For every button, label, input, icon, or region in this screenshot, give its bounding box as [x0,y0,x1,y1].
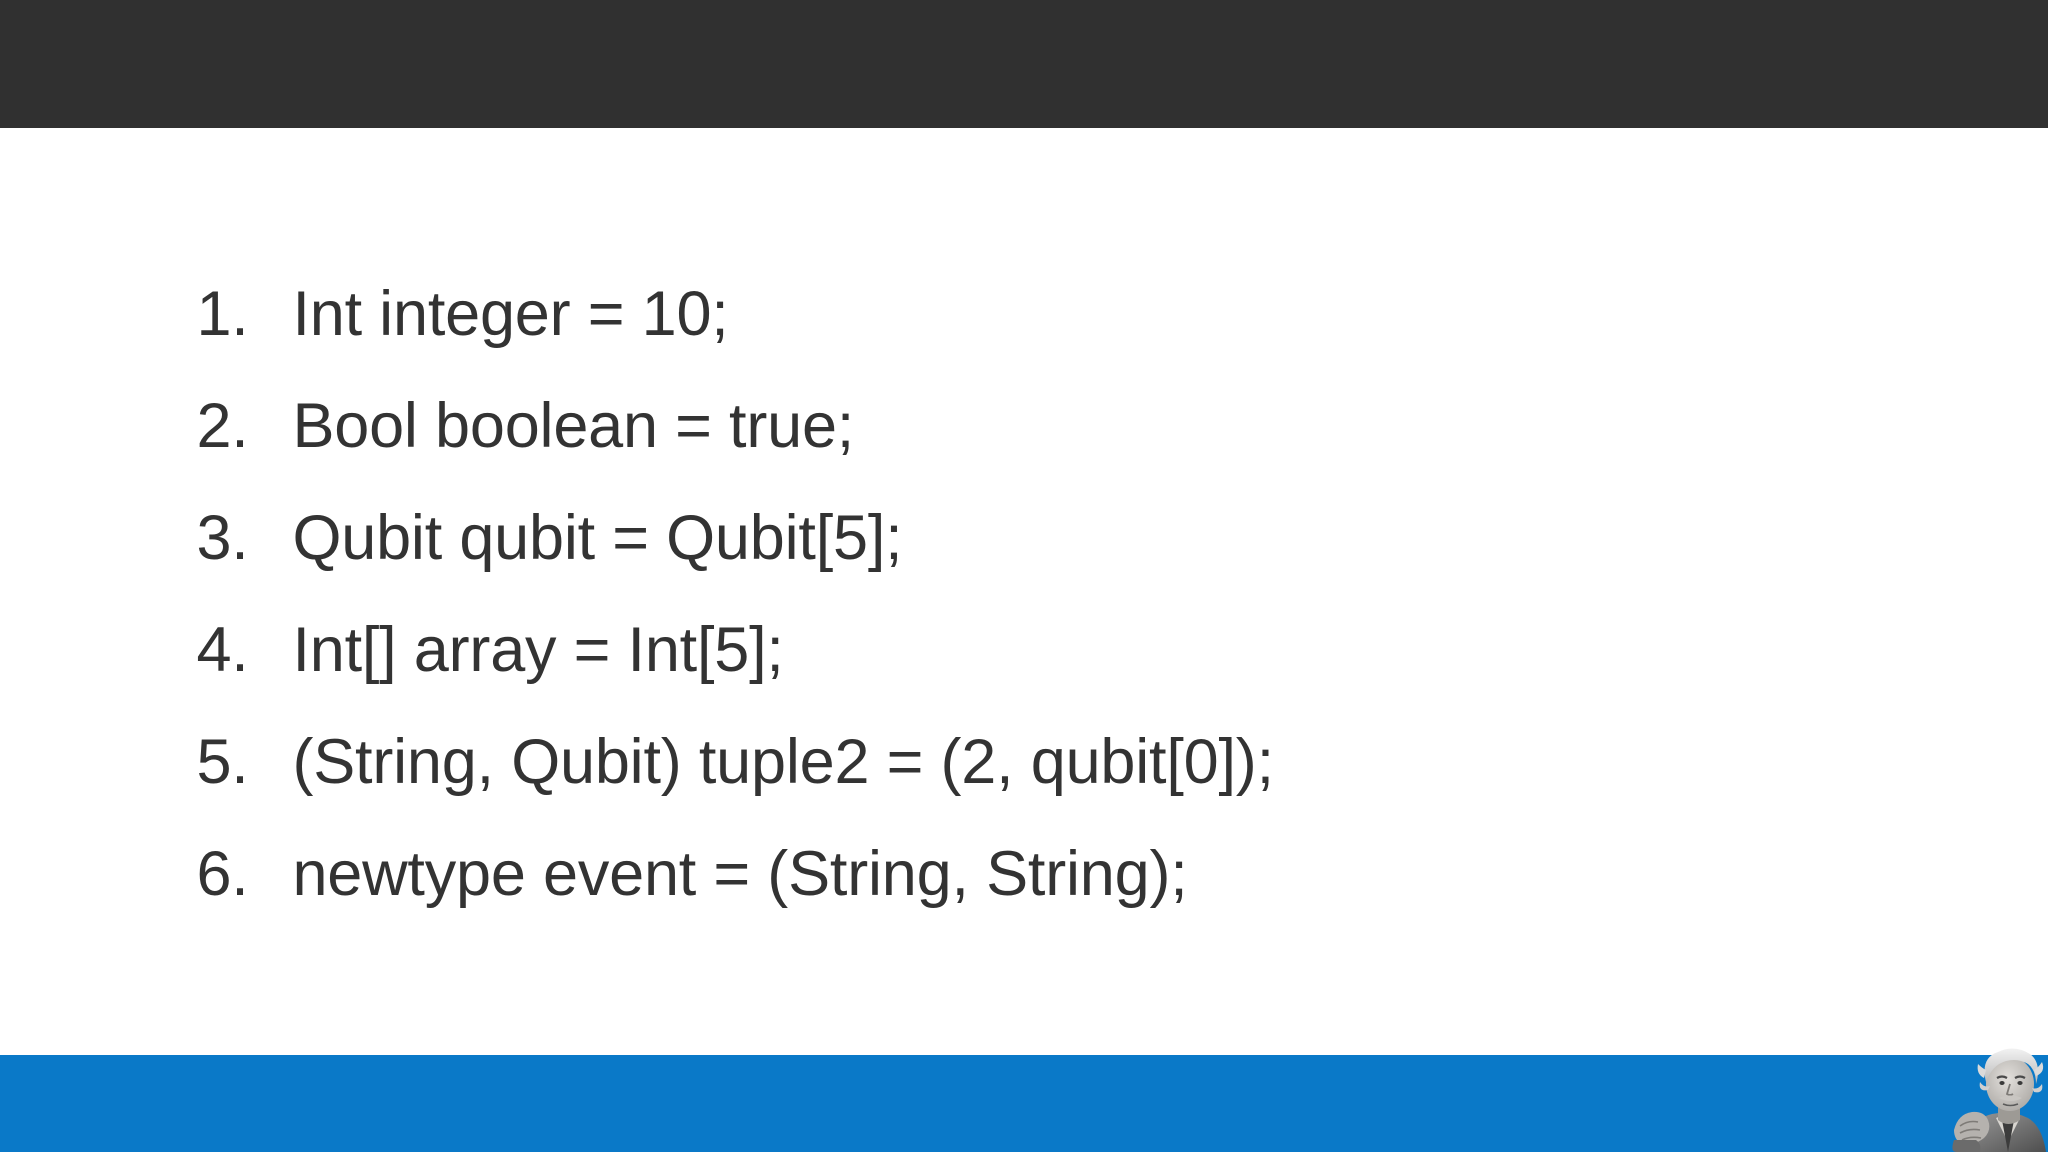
list-item-number: 3. [196,503,249,573]
list-item-text: Qubit qubit = Qubit[5]; [292,503,903,573]
list-item: 3. Qubit qubit = Qubit[5]; [58,370,1958,573]
list-item-text: Int[] array = Int[5]; [292,615,784,685]
list-item-number: 5. [196,727,249,797]
list-item-number: 4. [196,615,249,685]
list-item-number: 6. [196,839,249,909]
list-item: 1. Int integer = 10; [58,146,1958,349]
slide-title-band [0,0,2048,128]
list-item-text: (String, Qubit) tuple2 = (2, qubit[0]); [292,727,1274,797]
slide-footer-band [0,1055,2048,1152]
list-item: 4. Int[] array = Int[5]; [58,482,1958,685]
list-item-text: newtype event = (String, String); [292,839,1188,909]
list-item-text: Int integer = 10; [292,279,729,349]
list-item-text: Bool boolean = true; [292,391,855,461]
list-item: 5. (String, Qubit) tuple2 = (2, qubit[0])… [58,594,1958,797]
slide-content: 1. Int integer = 10; 2. Bool boolean = tru… [0,128,2048,1055]
list-item: 6. newtype event = (String, String); [58,706,1958,909]
code-list: 1. Int integer = 10; 2. Bool boolean = tru… [58,146,1958,909]
list-item-number: 1. [196,279,249,349]
list-item-number: 2. [196,391,249,461]
list-item: 2. Bool boolean = true; [58,258,1958,461]
